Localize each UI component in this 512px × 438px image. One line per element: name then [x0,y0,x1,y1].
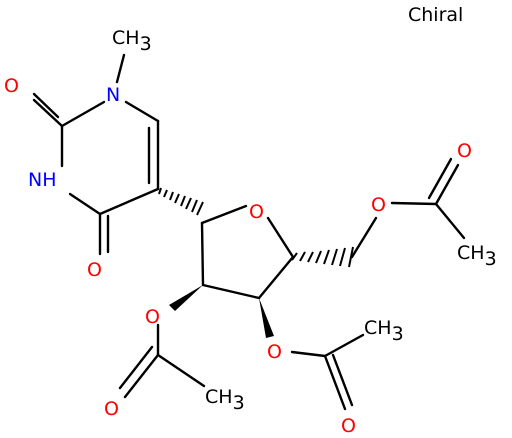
atom-label: O [371,194,386,216]
atom-label: O [267,341,282,363]
bond [156,353,206,388]
bond [290,350,327,358]
atom-label: N [106,84,120,106]
atom-label: NH [28,169,57,191]
bond [266,216,295,259]
bond [434,163,460,206]
atom-label: CH3 [205,386,245,414]
bond [201,283,261,300]
hashed-bond [291,246,354,268]
bond [200,221,205,287]
bond [257,255,295,300]
atom-label: O [145,306,160,328]
atom-label: O [4,75,19,97]
bond [390,201,438,206]
atom-label: CH3 [457,242,497,270]
bond [118,345,154,390]
atom-label: O [457,140,472,162]
atom-labels: CH3 N O NH O O O O CH3 O O CH3 O O CH3 [4,27,497,437]
bond [60,100,106,128]
atom-label: O [341,415,356,437]
atom-label: O [87,259,102,281]
bond [434,202,466,240]
bond [115,53,126,84]
bond [98,187,160,216]
wedge-bond [169,285,203,311]
bond [200,204,248,225]
bond [124,100,160,123]
atom-label: O [104,398,119,420]
atom-label: CH3 [364,317,404,345]
atom-label: CH3 [112,27,152,55]
bond [323,333,365,358]
bond [350,216,378,259]
bonds [32,53,466,411]
bond [32,98,64,128]
bond [123,353,160,399]
bond [331,353,354,407]
bond [323,354,347,411]
hashed-bond [158,187,204,216]
chiral-label: Chiral [408,4,464,26]
wedge-bond [259,298,274,338]
atom-label: O [249,201,264,223]
bond [427,157,453,200]
bond [68,192,102,216]
bond [32,92,60,119]
